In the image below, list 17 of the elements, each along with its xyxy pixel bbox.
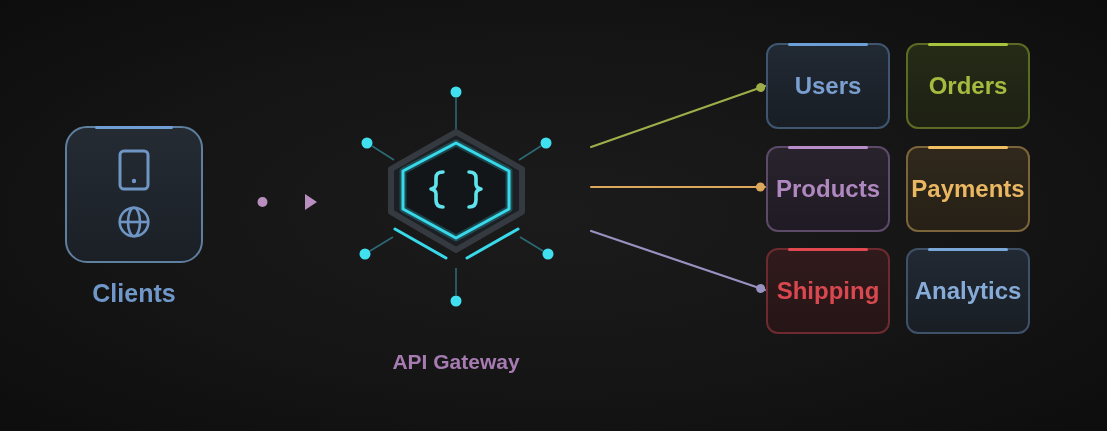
- service-label: Users: [794, 72, 862, 100]
- service-card: [766, 248, 890, 334]
- connector-line: [590, 83, 766, 149]
- service-card: [906, 146, 1030, 232]
- service-label: Orders: [928, 72, 1008, 100]
- node-label: API Gateway: [391, 349, 521, 375]
- service-label: Shipping: [776, 277, 880, 305]
- node-label: Clients: [91, 278, 177, 308]
- service-card: [766, 43, 890, 129]
- connector-line: [590, 182, 766, 192]
- service-card: [906, 248, 1030, 334]
- service-label: Payments: [911, 175, 1025, 203]
- service-card: [766, 146, 890, 232]
- service-label: Products: [776, 175, 880, 203]
- connector-line: [590, 229, 766, 294]
- service-label: Analytics: [914, 277, 1022, 305]
- service-card: [906, 43, 1030, 129]
